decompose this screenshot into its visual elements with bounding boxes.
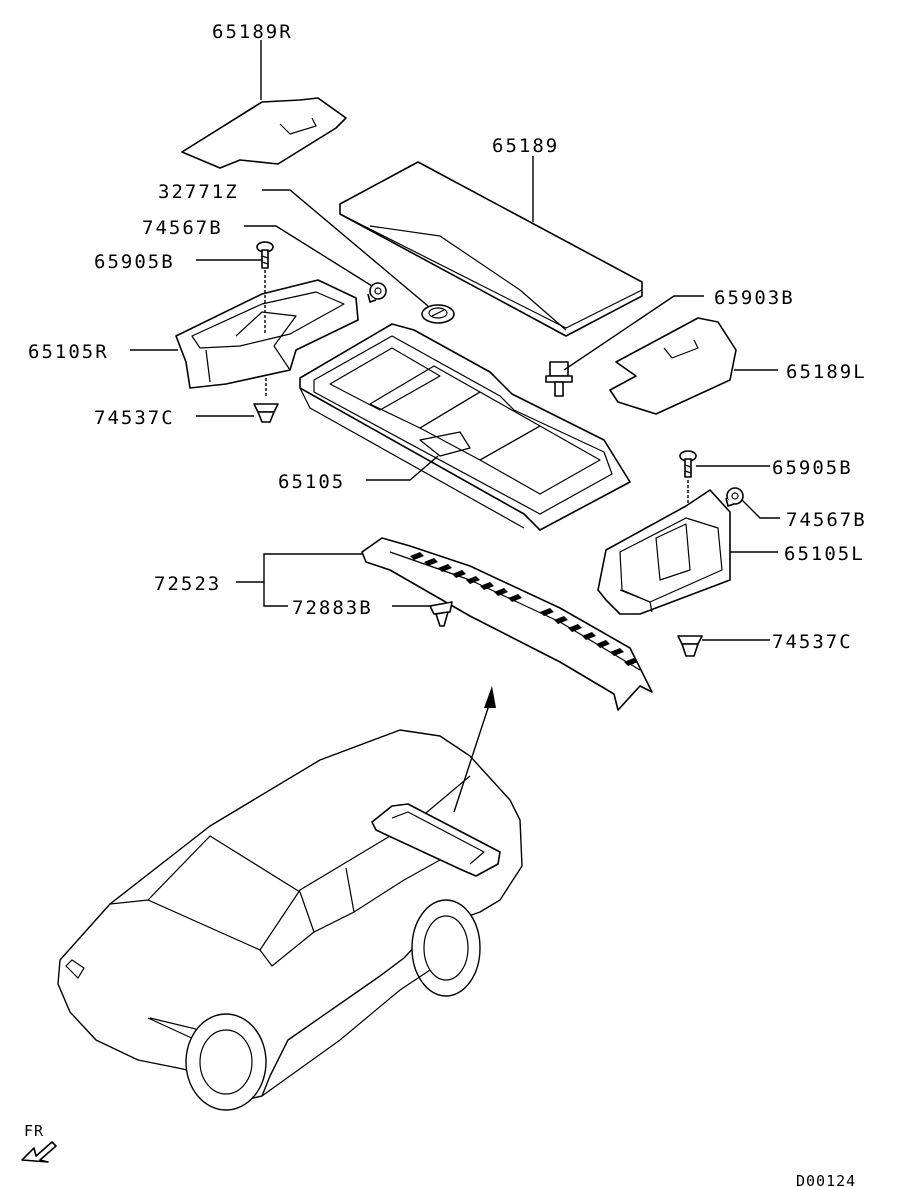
label-65903b: 65903B [714,287,795,309]
label-65189l: 65189L [786,361,867,383]
part-74567b-clip-right [725,487,744,507]
scuff-plate-ribs [410,552,638,666]
label-65105r: 65105R [28,341,109,363]
label-74537c-left: 74537C [94,407,175,429]
part-74537c-clip-right [677,635,703,657]
part-65903b-bolt [545,361,573,397]
part-65105r-side-box [175,279,359,389]
part-65105l-side-box [597,489,731,615]
part-72883b-clip [429,601,453,627]
part-65189l-lid [609,317,737,415]
label-74567b-right: 74567B [786,509,867,531]
part-65105-tray [299,323,631,531]
part-65905b-screw-left [256,241,274,335]
label-32771z: 32771Z [158,181,239,203]
vehicle-outline [57,729,523,1111]
label-72883b: 72883B [292,597,373,619]
label-65105: 65105 [278,471,345,493]
label-65105l: 65105L [784,543,865,565]
label-65905b-right: 65905B [772,457,853,479]
front-direction-arrow-icon [21,1141,57,1163]
part-65189r-lid [181,97,347,169]
label-74567b-left: 74567B [142,217,223,239]
part-74567b-clip-left [367,282,387,303]
leader-lines [130,40,780,641]
label-65189: 65189 [492,135,559,157]
reference-arrow [453,686,496,813]
label-65905b-left: 65905B [94,251,175,273]
diagram-code: D00124 [796,1172,856,1187]
part-32771z-cap [421,304,455,324]
part-65189-floor-board [339,161,643,337]
label-65189r: 65189R [212,21,293,43]
direction-label: FR [24,1122,44,1140]
label-74537c-right: 74537C [772,631,853,653]
label-72523: 72523 [154,573,221,595]
part-74537c-clip-left [253,378,279,423]
